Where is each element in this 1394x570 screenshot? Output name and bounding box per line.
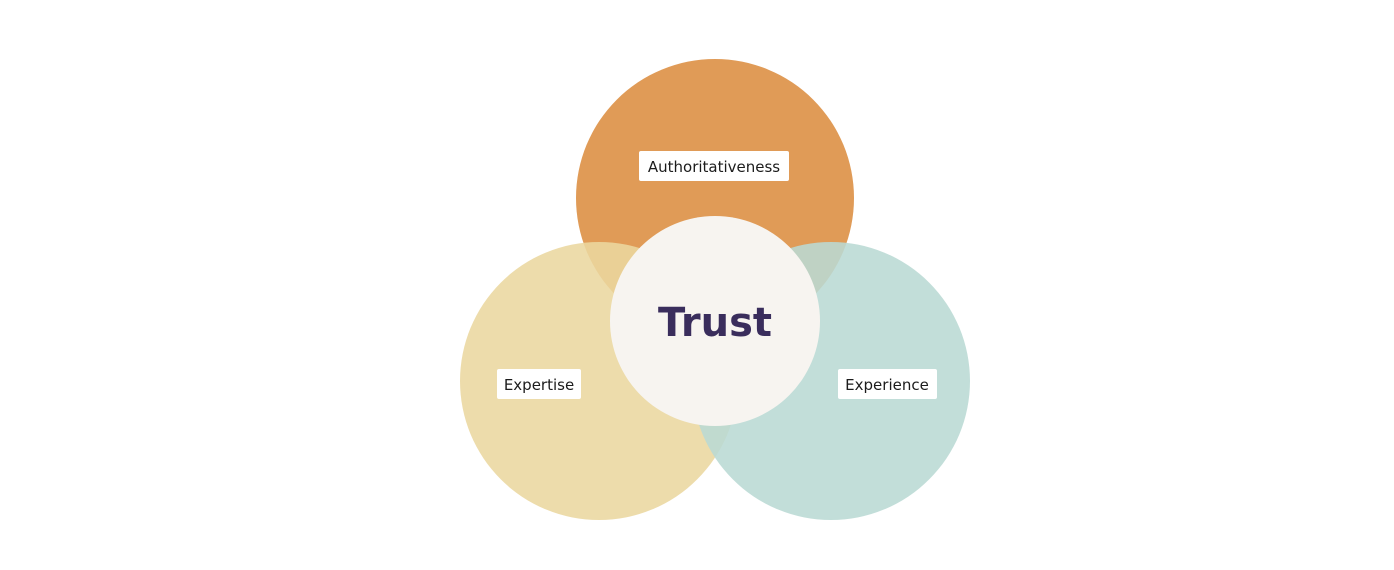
trust-circle bbox=[610, 216, 820, 426]
expertise-label: Expertise bbox=[497, 369, 581, 399]
authoritativeness-label-text: Authoritativeness bbox=[648, 158, 780, 176]
experience-label: Experience bbox=[838, 369, 937, 399]
authoritativeness-label: Authoritativeness bbox=[639, 151, 789, 181]
expertise-label-text: Expertise bbox=[504, 376, 574, 394]
experience-label-text: Experience bbox=[845, 376, 929, 394]
trust-center-text: Trust bbox=[658, 300, 772, 346]
